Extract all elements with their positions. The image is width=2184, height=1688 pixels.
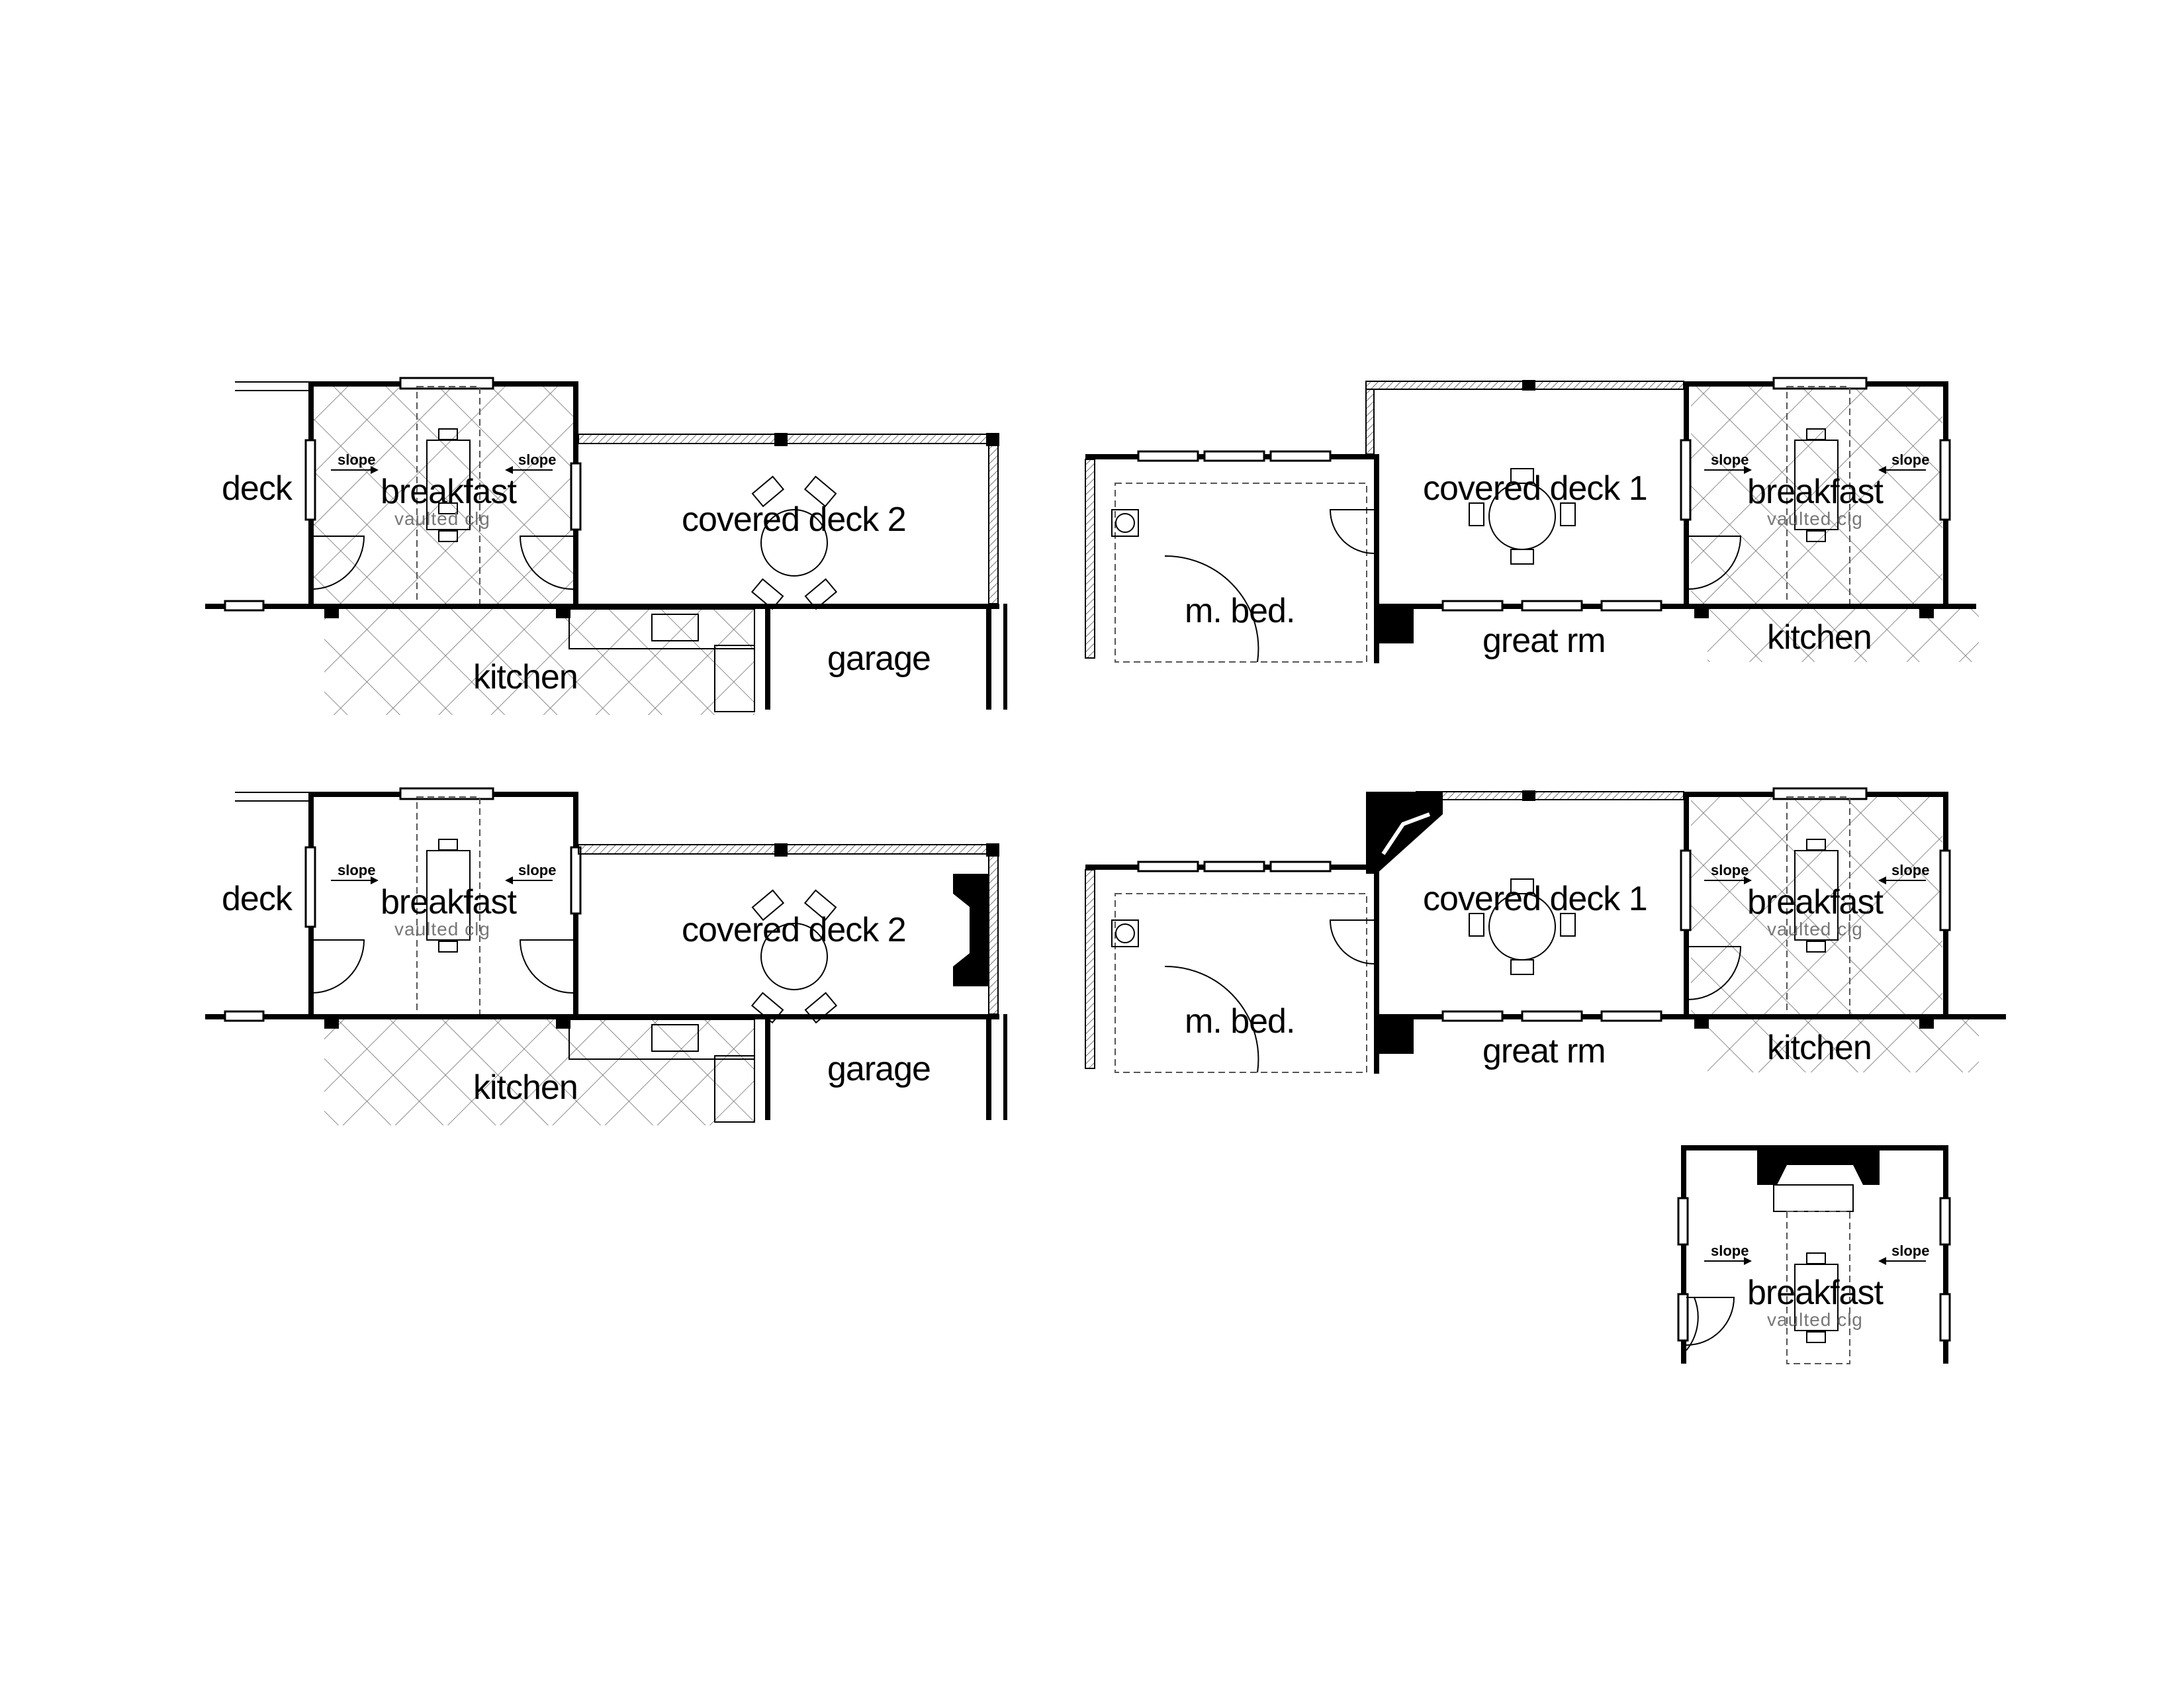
plan-e-breakfast-fireplace: breakfast vaulted clg slope slope xyxy=(1677,1145,1951,1364)
corner-fireplace xyxy=(1366,792,1443,874)
breakfast-tile-floor xyxy=(311,384,576,609)
slope-label: slope xyxy=(1711,451,1749,468)
garage-west-wall xyxy=(765,604,770,710)
chair xyxy=(438,502,458,514)
plan-a-breakfast-covered-deck-2: deck breakfast vaulted clg slope slope c… xyxy=(205,377,1007,715)
great-room-pier xyxy=(1374,604,1414,643)
fireplace xyxy=(953,874,989,986)
kitchen-counter xyxy=(569,608,755,649)
plan-a-south-wall xyxy=(205,604,999,609)
slope-label: slope xyxy=(518,451,556,468)
deck-label: deck xyxy=(222,469,293,508)
breakfast-west-window xyxy=(304,846,316,928)
chair xyxy=(438,530,458,542)
master-bed-label: m. bed. xyxy=(1185,1002,1295,1041)
kitchen-sink xyxy=(651,1024,699,1052)
deck-table xyxy=(760,509,828,577)
slope-label: slope xyxy=(338,862,375,878)
vaulted-ceiling-label: vaulted clg xyxy=(1767,919,1863,939)
deck-label: deck xyxy=(222,880,293,918)
chair xyxy=(438,428,458,440)
breakfast-label: breakfast xyxy=(381,473,517,511)
breakfast-west-door xyxy=(310,939,365,994)
breakfast-label: breakfast xyxy=(381,883,517,921)
slope-label: slope xyxy=(1711,1243,1749,1259)
slope-label: slope xyxy=(1891,451,1929,468)
breakfast-east-door xyxy=(519,536,574,590)
hearth xyxy=(1773,1184,1854,1212)
plan-b-breakfast-covered-deck-2-fireplace: deck breakfast vaulted clg slope slope c… xyxy=(205,787,1007,1125)
kitchen-sink xyxy=(651,614,699,641)
breakfast-label: breakfast xyxy=(1747,473,1884,511)
breakfast-east-window xyxy=(570,462,582,531)
kitchen-label: kitchen xyxy=(1767,618,1872,657)
vaulted-ceiling-label: vaulted clg xyxy=(394,919,490,939)
garage-east-wall xyxy=(986,604,991,710)
vaulted-ceiling-label: vaulted clg xyxy=(394,508,490,529)
garage-label: garage xyxy=(827,1050,931,1088)
deck-table xyxy=(760,923,828,990)
breakfast-east-window xyxy=(570,846,582,915)
kitchen-label: kitchen xyxy=(473,658,578,696)
slope-label: slope xyxy=(1891,862,1929,878)
covered-deck-2-label: covered deck 2 xyxy=(682,500,906,539)
great-room-label: great rm xyxy=(1482,622,1606,660)
vaulted-ceiling-label: vaulted clg xyxy=(1767,1309,1863,1330)
slope-label: slope xyxy=(1891,1243,1929,1259)
kitchen-tile-floor xyxy=(324,609,754,715)
fireplace xyxy=(1757,1150,1880,1185)
covered-deck-1-label: covered deck 1 xyxy=(1423,469,1647,508)
kitchen-tile-floor xyxy=(324,1019,754,1125)
breakfast-north-window xyxy=(399,787,494,800)
slope-label: slope xyxy=(338,451,375,468)
great-room-label: great rm xyxy=(1482,1032,1606,1070)
master-bed-label: m. bed. xyxy=(1185,592,1295,630)
breakfast-tile-floor xyxy=(1691,794,1942,1019)
breakfast-tile-floor xyxy=(1691,384,1942,609)
window xyxy=(224,600,265,612)
breakfast-label: breakfast xyxy=(1747,883,1884,921)
vaulted-ceiling-label: vaulted clg xyxy=(1767,508,1863,529)
slope-label: slope xyxy=(1711,862,1749,878)
breakfast-label: breakfast xyxy=(1747,1274,1884,1312)
master-bed-tray-line xyxy=(1115,483,1367,663)
kitchen-label: kitchen xyxy=(1767,1029,1872,1067)
garage-label: garage xyxy=(827,639,931,678)
covered-deck-1-west-wall xyxy=(1374,454,1379,663)
breakfast-east-door xyxy=(519,939,574,994)
slope-label: slope xyxy=(518,862,556,878)
breakfast-west-door xyxy=(310,536,365,590)
covered-deck-2-label: covered deck 2 xyxy=(682,911,906,949)
kitchen-counter xyxy=(569,1019,755,1060)
covered-deck-1-label: covered deck 1 xyxy=(1423,880,1647,918)
kitchen-label: kitchen xyxy=(473,1068,578,1107)
plan-d-covered-deck-1-fireplace: m. bed. covered deck 1 breakfast vaulted… xyxy=(1085,787,2006,1074)
plan-b-south-wall xyxy=(205,1014,999,1019)
breakfast-west-window xyxy=(304,439,316,521)
plan-c-covered-deck-1: m. bed. covered deck 1 breakfast vaulted… xyxy=(1085,377,1979,663)
breakfast-north-window xyxy=(399,377,494,390)
